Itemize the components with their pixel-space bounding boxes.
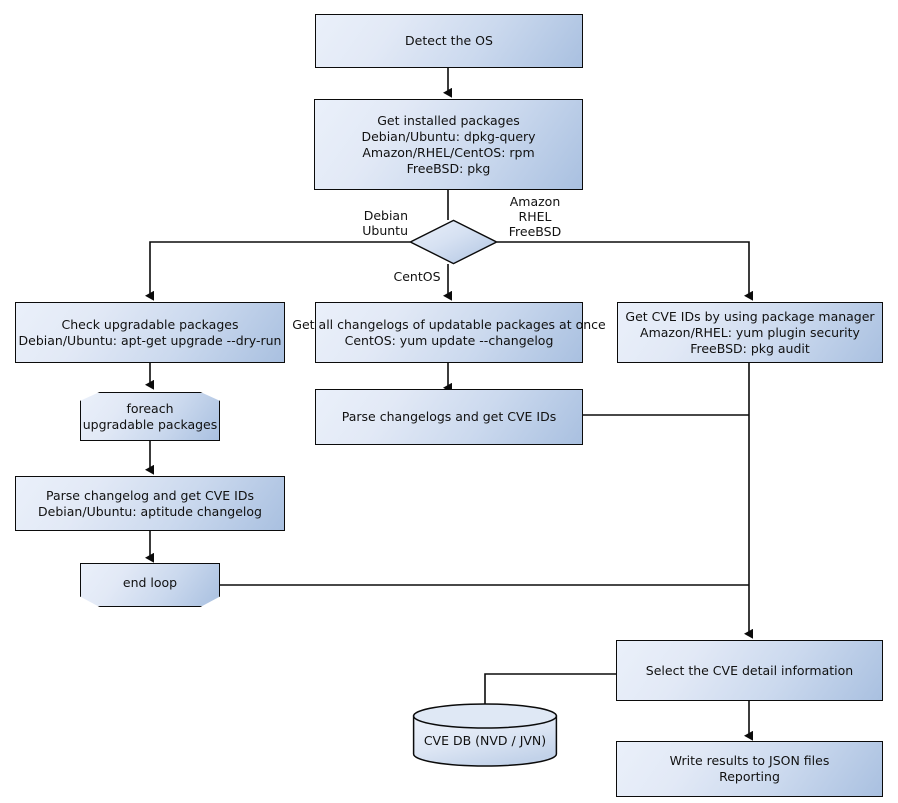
decision-diamond-icon	[409, 219, 498, 265]
edge-decision-debian	[145, 241, 410, 301]
node-get-all-changelogs[interactable]: Get all changelogs of updatable packages…	[292, 302, 606, 363]
node-get-cve-ids-pkg-manager-label: Get CVE IDs by using package manager Ama…	[625, 308, 875, 356]
node-get-all-changelogs-label: Get all changelogs of updatable packages…	[292, 316, 606, 348]
node-cve-db[interactable]: CVE DB (NVD / JVN)	[412, 703, 558, 767]
node-write-results-label: Write results to JSON files Reporting	[669, 753, 830, 784]
node-get-installed-packages[interactable]: Get installed packages Debian/Ubuntu: dp…	[314, 99, 583, 190]
node-check-upgradable-label: Check upgradable packages Debian/Ubuntu:…	[18, 316, 282, 348]
database-cylinder-icon	[412, 703, 558, 767]
node-foreach-loop-start-label: foreach upgradable packages	[82, 400, 218, 432]
node-write-results[interactable]: Write results to JSON files Reporting	[616, 741, 883, 797]
node-os-decision[interactable]	[409, 219, 498, 265]
node-parse-changelogs-cve[interactable]: Parse changelogs and get CVE IDs	[315, 389, 583, 445]
edge-label-amazon-rhel-freebsd: Amazon RHEL FreeBSD	[508, 194, 562, 239]
node-detect-os[interactable]: Detect the OS	[315, 14, 583, 68]
node-check-upgradable[interactable]: Check upgradable packages Debian/Ubuntu:…	[15, 302, 285, 363]
node-parse-changelogs-cve-label: Parse changelogs and get CVE IDs	[341, 409, 557, 424]
node-foreach-loop-start[interactable]: foreach upgradable packages	[80, 392, 220, 441]
node-select-cve-detail-label: Select the CVE detail information	[645, 662, 854, 678]
edge-label-centos: CentOS	[393, 269, 441, 284]
edge-decision-amazon	[497, 241, 753, 301]
node-end-loop[interactable]: end loop	[80, 563, 220, 607]
node-detect-os-label: Detect the OS	[405, 33, 493, 48]
node-get-installed-packages-label: Get installed packages Debian/Ubuntu: dp…	[361, 112, 536, 176]
node-parse-changelog-cve-label: Parse changelog and get CVE IDs Debian/U…	[38, 487, 262, 519]
node-end-loop-label: end loop	[122, 575, 178, 590]
edge-label-debian-ubuntu: Debian Ubuntu	[362, 208, 408, 238]
node-parse-changelog-cve[interactable]: Parse changelog and get CVE IDs Debian/U…	[15, 476, 285, 531]
node-select-cve-detail[interactable]: Select the CVE detail information	[616, 640, 883, 701]
node-cve-db-label: CVE DB (NVD / JVN)	[423, 733, 547, 748]
node-get-cve-ids-pkg-manager[interactable]: Get CVE IDs by using package manager Ama…	[617, 302, 883, 363]
